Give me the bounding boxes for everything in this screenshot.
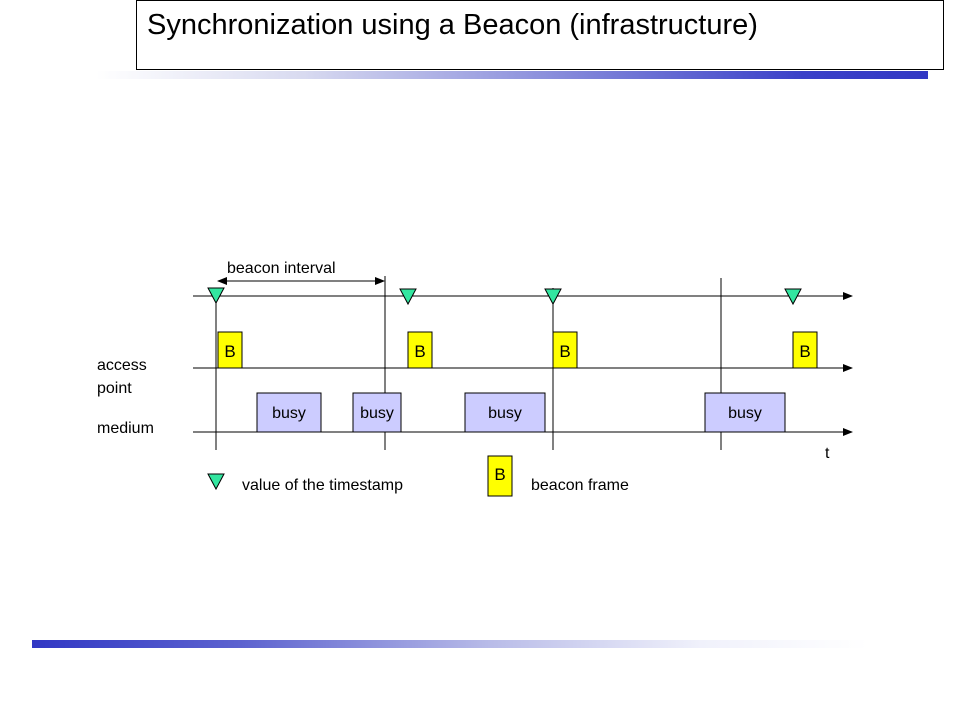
legend-beacon-frame-letter: B	[494, 465, 505, 484]
beacon-frame-3-label: B	[559, 342, 570, 361]
title-underline-bar	[96, 71, 928, 79]
legend-timestamp-label: value of the timestamp	[242, 477, 403, 494]
beacon-frame-3	[552, 331, 578, 369]
beacon-interval-label: beacon interval	[227, 260, 336, 277]
busy-block-3	[464, 392, 546, 433]
footer-bar	[32, 640, 868, 648]
timestamp-triangle-icon	[544, 288, 562, 306]
legend-timestamp-triangle-icon	[207, 473, 225, 491]
access-point-label-line1: access	[97, 357, 147, 374]
legend-beacon-frame	[487, 455, 513, 497]
beacon-frame-4-label: B	[799, 342, 810, 361]
timestamp-triangle-icon	[207, 287, 225, 305]
busy-block-1-label: busy	[272, 405, 306, 422]
beacon-frame-2	[407, 331, 433, 369]
timestamp-triangle-icon	[399, 288, 417, 306]
medium-label: medium	[97, 420, 154, 437]
busy-block-3-label: busy	[488, 405, 522, 422]
page-title: Synchronization using a Beacon (infrastr…	[147, 9, 758, 41]
beacon-frame-4	[792, 331, 818, 369]
timestamp-triangle-icon	[784, 288, 802, 306]
busy-block-2	[352, 392, 402, 433]
legend-beacon-frame-label: beacon frame	[531, 477, 629, 494]
busy-block-4-label: busy	[728, 405, 762, 422]
busy-block-4	[704, 392, 786, 433]
access-point-label-line2: point	[97, 380, 132, 397]
time-axis-label: t	[825, 445, 830, 462]
beacon-frame-1	[217, 331, 243, 369]
busy-block-2-label: busy	[360, 405, 394, 422]
busy-block-1	[256, 392, 322, 433]
title-box: Synchronization using a Beacon (infrastr…	[136, 0, 944, 70]
beacon-frame-1-label: B	[224, 342, 235, 361]
beacon-frame-2-label: B	[414, 342, 425, 361]
